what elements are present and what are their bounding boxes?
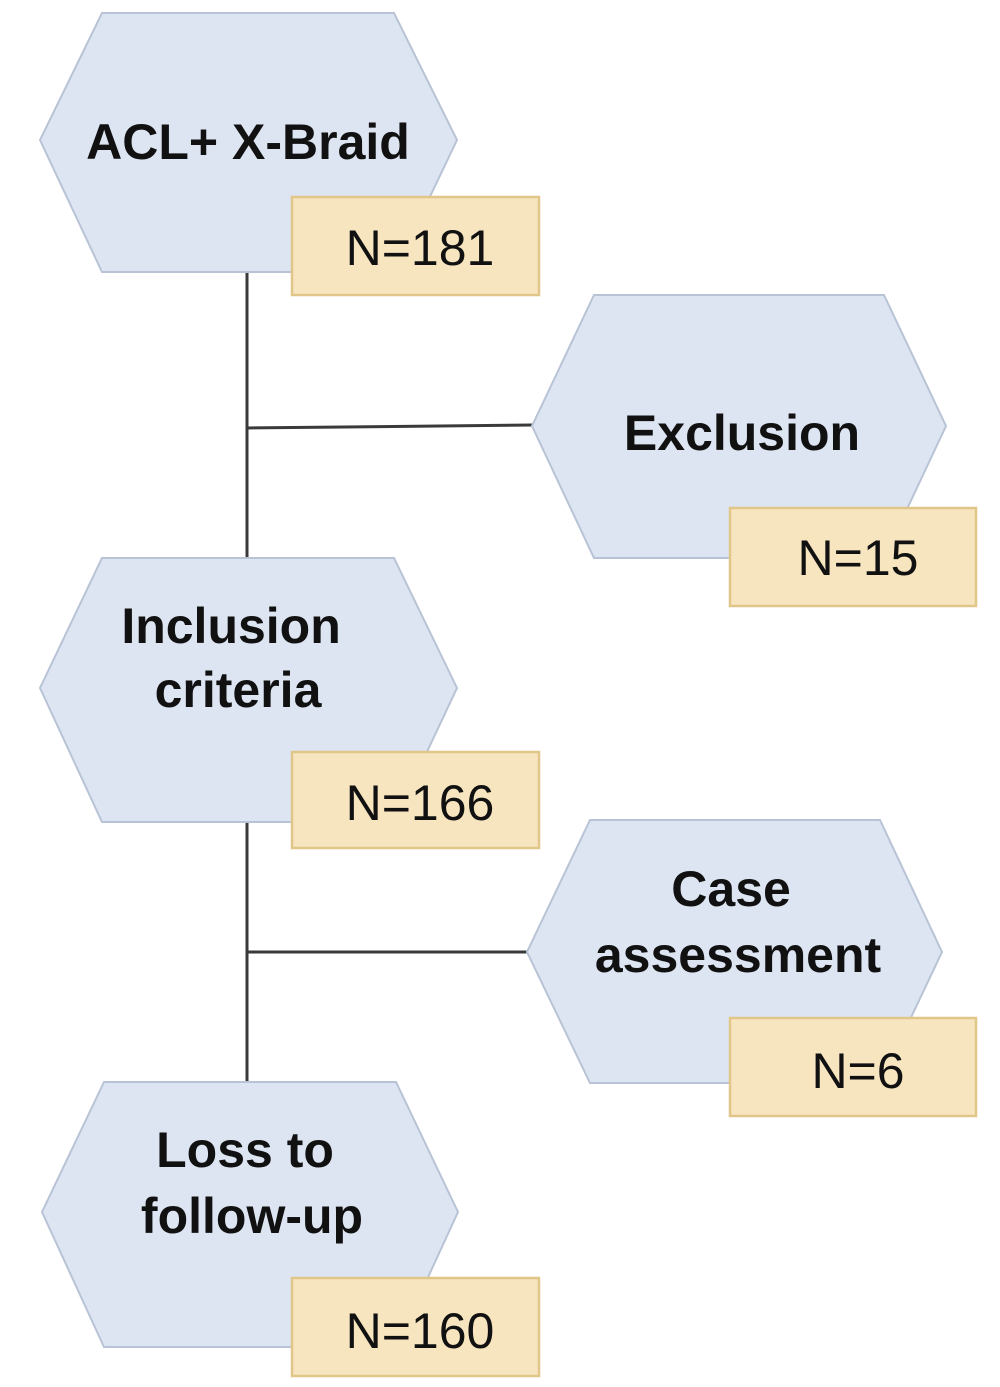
node-label-line: assessment <box>595 927 882 983</box>
node-label-line: Loss to <box>156 1122 334 1178</box>
node-exclusion: Exclusion N=15 <box>530 294 978 608</box>
node-label-line: Inclusion <box>121 598 340 654</box>
node-label: Case assessment <box>595 861 882 983</box>
count-label: N=166 <box>346 775 495 831</box>
node-label: Inclusion criteria <box>121 598 354 718</box>
connectors <box>245 272 533 1082</box>
node-label: Exclusion <box>624 405 860 461</box>
node-label: Loss to follow-up <box>141 1122 363 1244</box>
node-label-line: Case <box>671 861 791 917</box>
count-label: N=160 <box>346 1303 495 1359</box>
node-label-line: ACL+ X-Braid <box>86 114 410 170</box>
count-label: N=15 <box>798 530 919 586</box>
node-loss-to-follow-up: Loss to follow-up N=160 <box>40 1081 541 1378</box>
count-box <box>728 506 978 608</box>
node-label: ACL+ X-Braid <box>86 114 410 170</box>
count-box <box>290 195 541 297</box>
count-box <box>290 750 541 850</box>
count-label: N=181 <box>346 220 495 276</box>
node-label-line: criteria <box>155 662 323 718</box>
count-box <box>728 1016 978 1118</box>
node-acl-x-braid: ACL+ X-Braid N=181 <box>38 12 541 297</box>
node-label-line: follow-up <box>141 1188 363 1244</box>
branch-connector-exclusion <box>246 423 533 430</box>
node-label-line: Exclusion <box>624 405 860 461</box>
node-case-assessment: Case assessment N=6 <box>525 819 978 1118</box>
node-inclusion-criteria: Inclusion criteria N=166 <box>38 557 541 850</box>
count-box <box>290 1276 541 1378</box>
count-label: N=6 <box>811 1043 904 1099</box>
